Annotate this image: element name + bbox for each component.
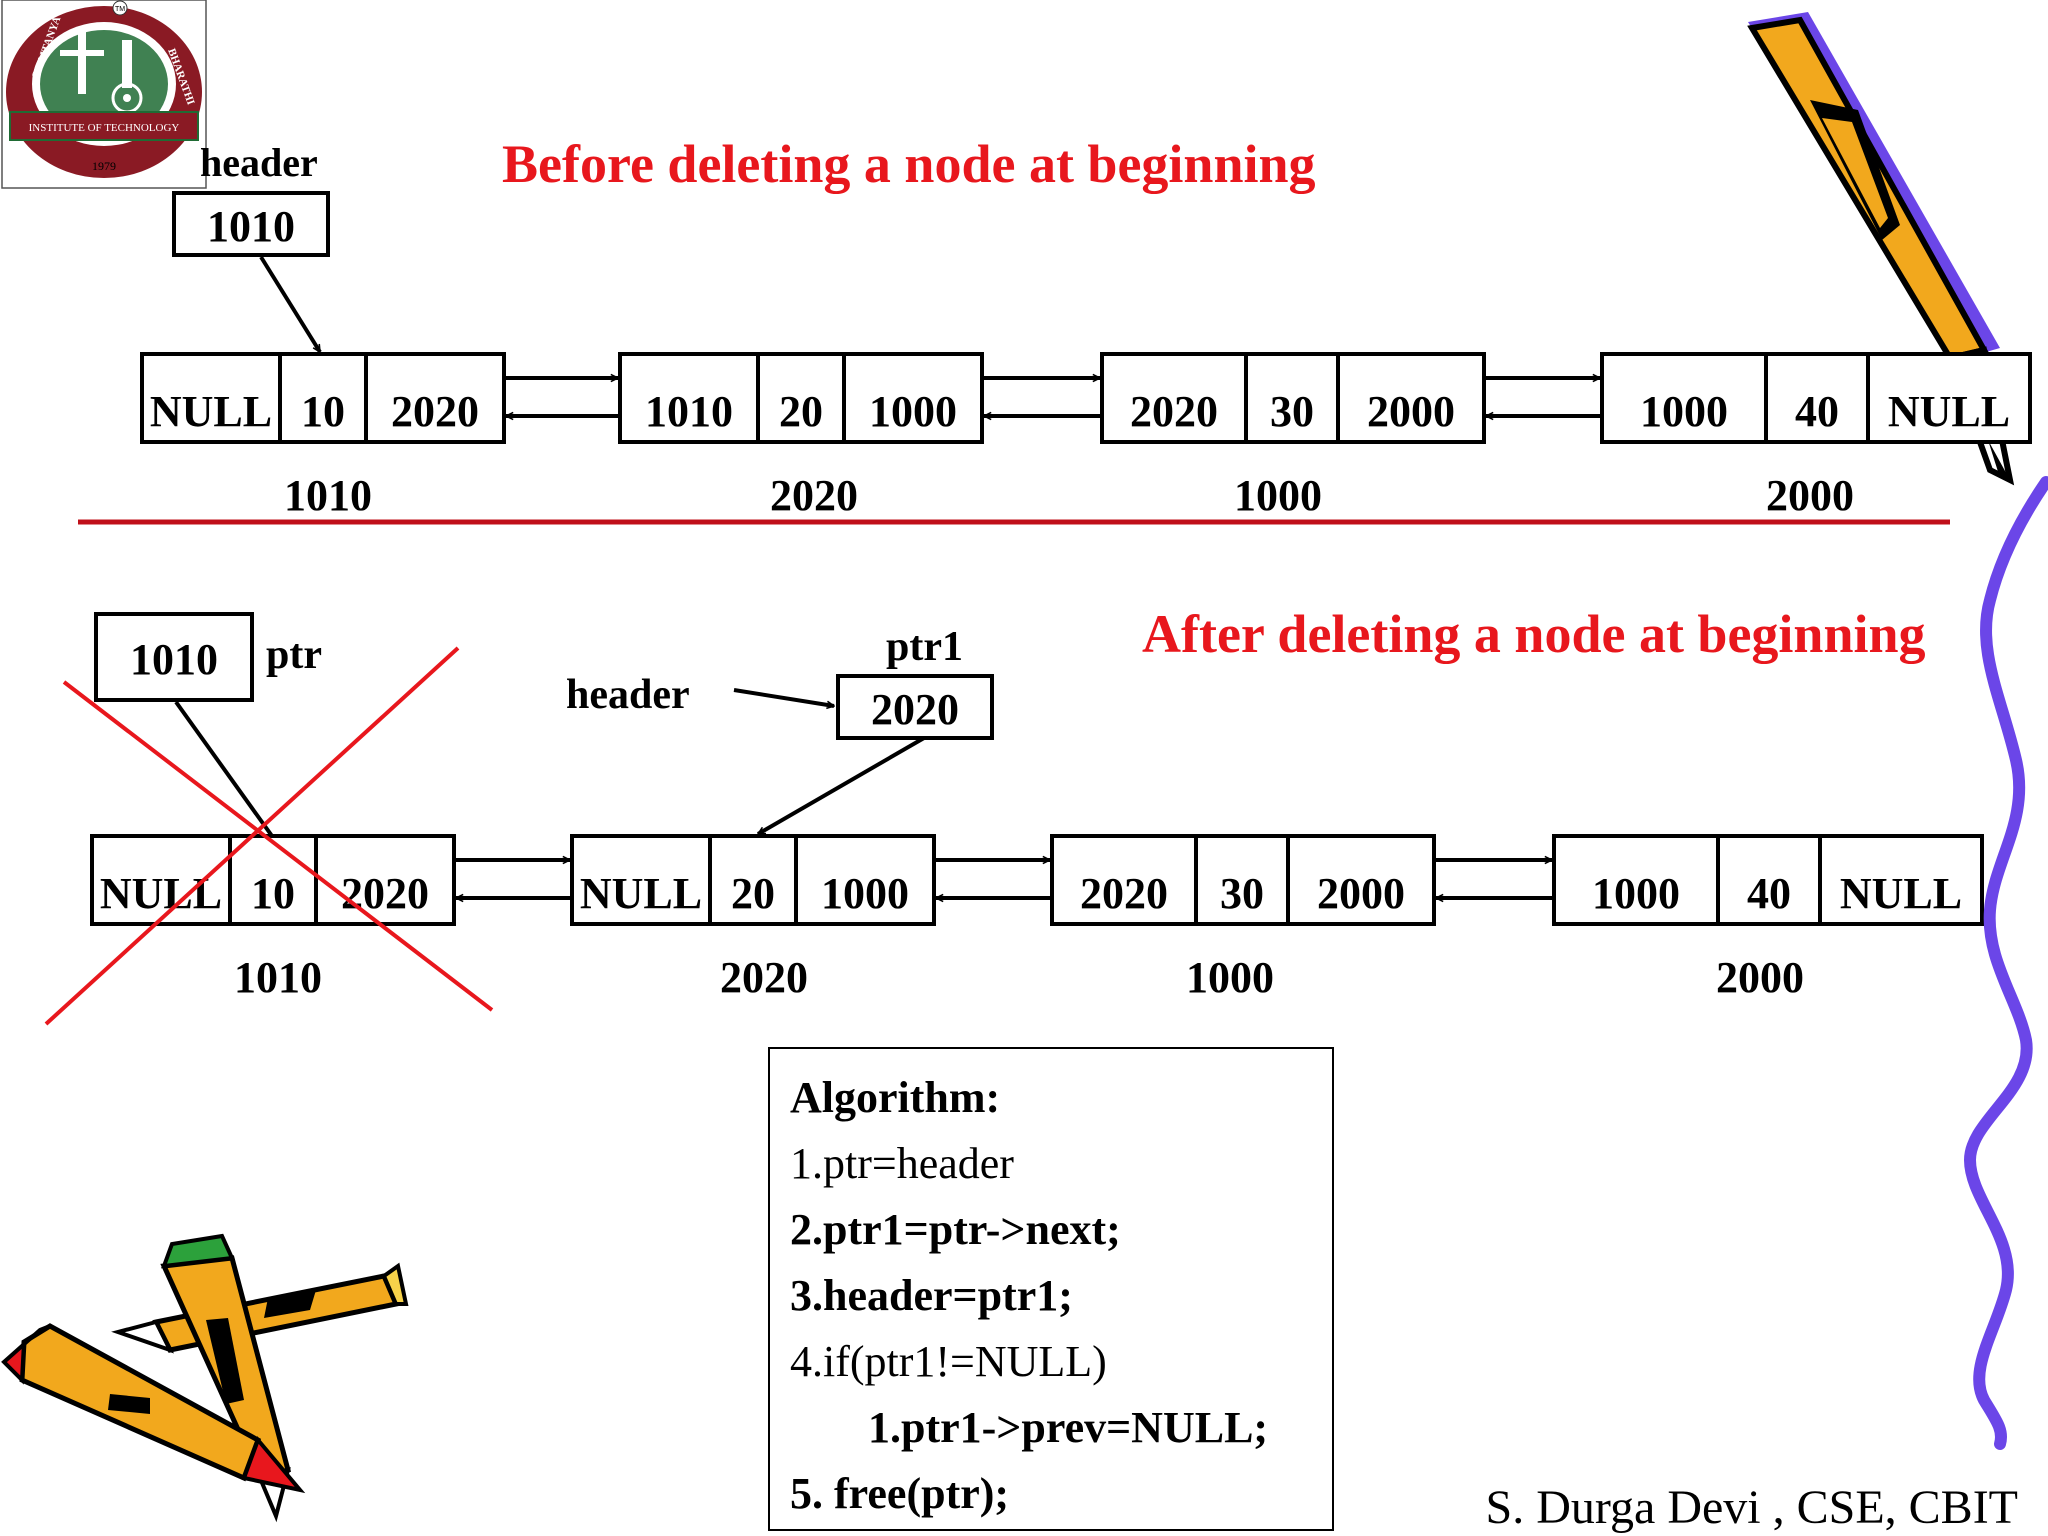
before-header-arrow bbox=[259, 255, 322, 352]
node-prev-value: 2020 bbox=[1130, 387, 1218, 436]
before-header-box: 1010 bbox=[172, 191, 330, 257]
node-prev-cell bbox=[90, 834, 232, 926]
algorithm-steps: 1.ptr=header 2.ptr1=ptr->next; 3.header=pt… bbox=[790, 1131, 1332, 1527]
node-data-value: 10 bbox=[251, 869, 295, 918]
logo-year: 1979 bbox=[92, 159, 116, 173]
node-data-cell bbox=[1716, 834, 1822, 926]
node-data-cell bbox=[1764, 352, 1870, 444]
node-next-cell bbox=[1866, 352, 2032, 444]
node-data-value: 30 bbox=[1220, 869, 1264, 918]
node-next-cell bbox=[364, 352, 506, 444]
list-node: 1010 20 1000 bbox=[618, 352, 984, 444]
node-data-value: 40 bbox=[1795, 387, 1839, 436]
after-header-label: header bbox=[566, 672, 690, 718]
list-node: 2020 30 2000 bbox=[1100, 352, 1486, 444]
algorithm-step: 1.ptr1->prev=NULL; bbox=[868, 1403, 1269, 1452]
node-prev-cell bbox=[618, 352, 760, 444]
logo-trademark: TM bbox=[115, 6, 125, 13]
node-prev-value: NULL bbox=[100, 869, 222, 918]
list-node: NULL 10 2020 bbox=[140, 352, 506, 444]
node-data-cell bbox=[228, 834, 318, 926]
after-header-arrow bbox=[733, 688, 834, 706]
deleted-node-cross bbox=[44, 646, 494, 1026]
node-next-cell bbox=[842, 352, 984, 444]
after-title: After deleting a node at beginning bbox=[1142, 604, 1926, 664]
list-node: 2020 30 2000 bbox=[1050, 834, 1436, 926]
node-next-value: 1000 bbox=[821, 869, 909, 918]
algorithm-step: 1.ptr=header bbox=[790, 1139, 1014, 1188]
before-header-label: header bbox=[200, 140, 318, 185]
ptr-label: ptr bbox=[266, 632, 322, 678]
before-header-value: 1010 bbox=[207, 202, 295, 251]
node-next-value: NULL bbox=[1840, 869, 1962, 918]
node-prev-value: 2020 bbox=[1080, 869, 1168, 918]
ptr-box: 1010 bbox=[94, 612, 254, 702]
list-node: 1000 40 NULL bbox=[1600, 352, 2032, 444]
node-address: 1010 bbox=[234, 953, 322, 1002]
slide-footer: S. Durga Devi , CSE, CBIT bbox=[1485, 1481, 2018, 1534]
ptr-arrow bbox=[174, 700, 274, 838]
algorithm-step: 2.ptr1=ptr->next; bbox=[790, 1205, 1121, 1254]
node-address: 2020 bbox=[770, 471, 858, 520]
node-prev-cell bbox=[1600, 352, 1768, 444]
list-node: 1000 40 NULL bbox=[1552, 834, 1984, 926]
node-address: 1010 bbox=[284, 471, 372, 520]
node-prev-cell bbox=[140, 352, 282, 444]
node-data-value: 10 bbox=[301, 387, 345, 436]
node-prev-cell bbox=[1100, 352, 1248, 444]
decorative-squiggle bbox=[1963, 476, 2048, 1450]
list-node: NULL 10 2020 bbox=[90, 834, 456, 926]
node-next-cell bbox=[1818, 834, 1984, 926]
algorithm-box: Algorithm: 1.ptr=header 2.ptr1=ptr->next;… bbox=[768, 1047, 1334, 1531]
ptr1-arrow bbox=[758, 736, 926, 836]
node-address: 2000 bbox=[1716, 953, 1804, 1002]
pencils-icon bbox=[1, 1233, 409, 1523]
node-next-cell bbox=[1286, 834, 1436, 926]
pencil-icon bbox=[1747, 12, 2015, 486]
node-address: 2020 bbox=[720, 953, 808, 1002]
node-prev-value: 1000 bbox=[1640, 387, 1728, 436]
ptr1-label: ptr1 bbox=[886, 624, 963, 670]
node-data-value: 30 bbox=[1270, 387, 1314, 436]
ptr1-value: 2020 bbox=[871, 685, 959, 734]
algorithm-step: 4.if(ptr1!=NULL) bbox=[790, 1337, 1107, 1386]
node-prev-value: NULL bbox=[150, 387, 272, 436]
node-next-value: 2020 bbox=[341, 869, 429, 918]
ptr1-box: 2020 bbox=[836, 674, 994, 740]
node-prev-value: 1010 bbox=[645, 387, 733, 436]
node-data-value: 20 bbox=[779, 387, 823, 436]
before-title: Before deleting a node at beginning bbox=[502, 134, 1316, 194]
ptr-value: 1010 bbox=[130, 635, 218, 684]
node-prev-value: NULL bbox=[580, 869, 702, 918]
node-address: 1000 bbox=[1186, 953, 1274, 1002]
list-node: NULL 20 1000 bbox=[570, 834, 936, 926]
node-data-cell bbox=[708, 834, 798, 926]
node-data-cell bbox=[1244, 352, 1340, 444]
algorithm-heading: Algorithm: bbox=[790, 1073, 1001, 1122]
node-next-cell bbox=[794, 834, 936, 926]
node-address: 1000 bbox=[1234, 471, 1322, 520]
node-data-value: 20 bbox=[731, 869, 775, 918]
node-prev-cell bbox=[570, 834, 712, 926]
algorithm-step: 3.header=ptr1; bbox=[790, 1271, 1073, 1320]
node-next-value: 1000 bbox=[869, 387, 957, 436]
node-next-value: 2000 bbox=[1367, 387, 1455, 436]
node-next-cell bbox=[314, 834, 456, 926]
node-next-value: 2020 bbox=[391, 387, 479, 436]
logo-subtitle: INSTITUTE OF TECHNOLOGY bbox=[29, 122, 180, 134]
institute-logo: INSTITUTE OF TECHNOLOGY CHAITANYA BHARAT… bbox=[1, 0, 207, 189]
node-prev-cell bbox=[1552, 834, 1720, 926]
node-prev-cell bbox=[1050, 834, 1198, 926]
node-next-value: 2000 bbox=[1317, 869, 1405, 918]
node-data-value: 40 bbox=[1747, 869, 1791, 918]
node-address: 2000 bbox=[1766, 471, 1854, 520]
node-next-value: NULL bbox=[1888, 387, 2010, 436]
algorithm-step: 5. free(ptr); bbox=[790, 1469, 1010, 1518]
node-next-cell bbox=[1336, 352, 1486, 444]
node-prev-value: 1000 bbox=[1592, 869, 1680, 918]
